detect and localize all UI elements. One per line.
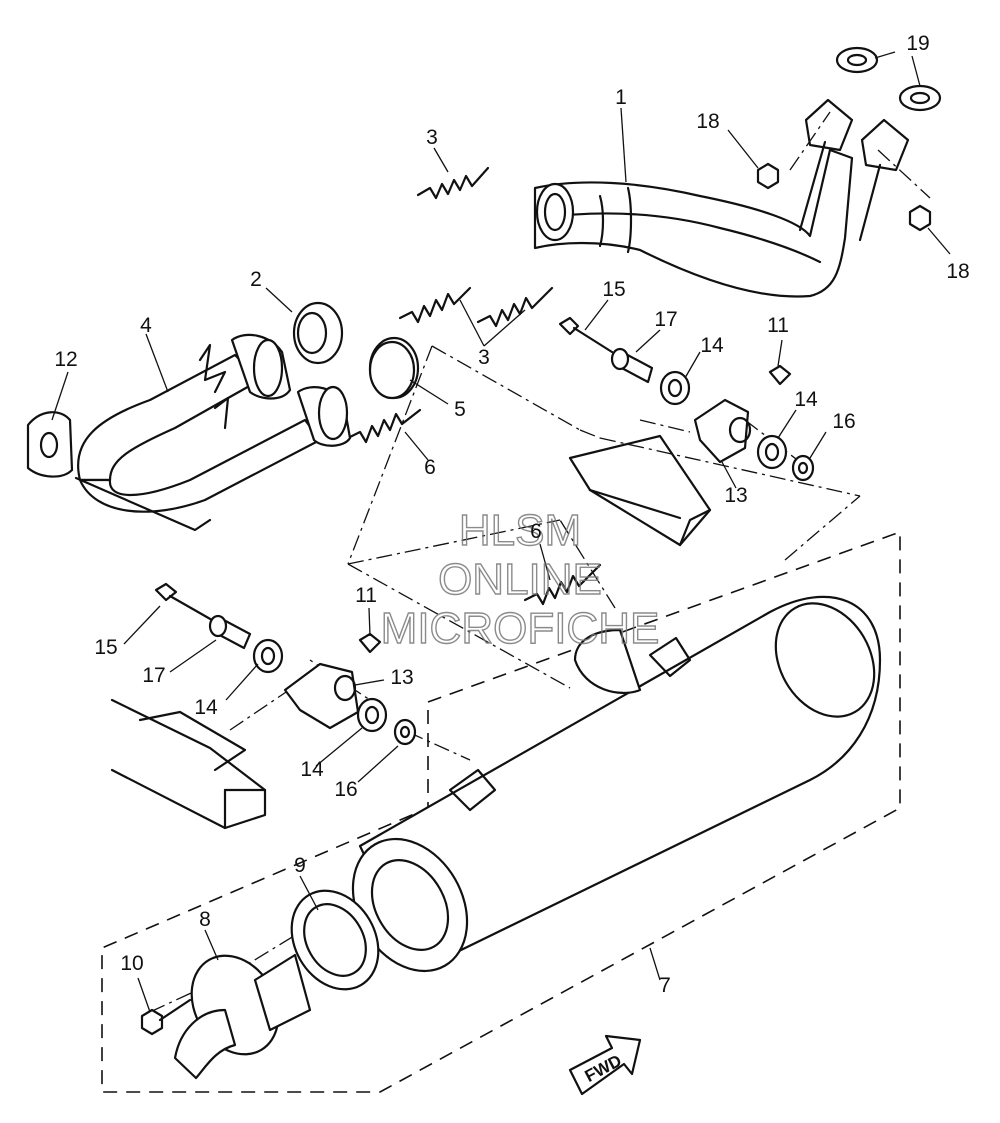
muffler-7: [351, 595, 882, 973]
callout-3-top: 3: [426, 126, 438, 149]
callout-3-mid: 3: [478, 346, 490, 369]
spring-6: [346, 408, 602, 606]
callout-13-lower: 13: [390, 666, 413, 689]
gasket-19: [835, 46, 942, 112]
damper-12: [26, 411, 74, 478]
watermark: HLSM ONLINE MICROFICHE: [380, 505, 660, 653]
callout-17-upper: 17: [654, 308, 677, 331]
callout-labels: 1 2 3 3 4 5 6 6 7 8 9 10 11 11 12 13 13 …: [54, 32, 969, 997]
callout-15-lower: 15: [94, 636, 117, 659]
frame-bracket-lower: [110, 698, 267, 830]
callout-16-lower: 16: [334, 778, 357, 801]
bolt-10: [140, 998, 192, 1036]
callout-19: 19: [906, 32, 929, 55]
connector-pipe-4: [74, 333, 352, 532]
callout-2: 2: [250, 268, 262, 291]
callout-17-lower: 17: [142, 664, 165, 687]
watermark-line1: HLSM: [459, 506, 581, 555]
callout-9: 9: [294, 854, 306, 877]
callout-13-upper: 13: [724, 484, 747, 507]
tail-pipe-8: [173, 953, 312, 1080]
frame-bracket-upper: [568, 434, 712, 547]
callout-6-left: 6: [424, 456, 436, 479]
nut-18: [756, 162, 932, 232]
exhaust-pipe-1: [533, 98, 910, 298]
callout-18-lower: 18: [946, 260, 969, 283]
callout-leaders: [51, 51, 951, 1013]
fwd-direction-arrow: FWD: [568, 1034, 642, 1096]
callout-11-lower: 11: [355, 584, 377, 607]
callout-16-upper: 16: [832, 410, 855, 433]
watermark-line3: MICROFICHE: [381, 604, 660, 653]
callout-8: 8: [199, 908, 211, 931]
callout-12: 12: [54, 348, 77, 371]
callout-6-center: 6: [530, 520, 542, 543]
callout-14-upper-left: 14: [700, 334, 724, 357]
callout-7: 7: [659, 974, 671, 997]
callout-14-lower-left: 14: [194, 696, 218, 719]
callout-4: 4: [140, 314, 152, 337]
lower-mount-hardware: [154, 582, 417, 746]
callout-14-lower-right: 14: [300, 758, 324, 781]
callout-11-upper: 11: [767, 314, 789, 337]
spring-3: [398, 166, 554, 328]
callout-14-upper-right: 14: [794, 388, 818, 411]
callout-15-upper: 15: [602, 278, 625, 301]
gasket-5: [368, 340, 416, 400]
callout-5: 5: [454, 398, 466, 421]
callout-10: 10: [120, 952, 143, 975]
alignment-lines: [149, 111, 931, 1013]
callout-1: 1: [615, 86, 627, 109]
callout-18-upper: 18: [696, 110, 719, 133]
watermark-line2: ONLINE: [438, 555, 602, 604]
upper-mount-hardware: [558, 316, 815, 482]
